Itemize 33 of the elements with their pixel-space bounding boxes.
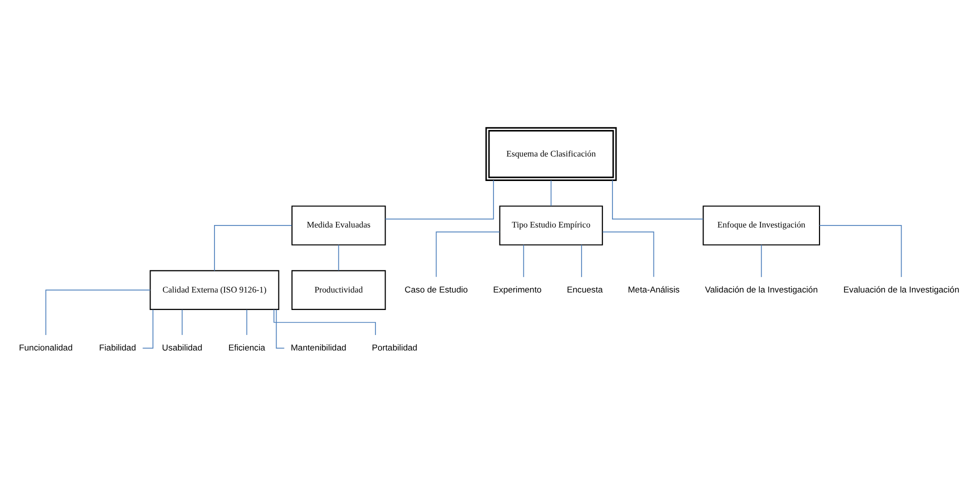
connector — [338, 244, 340, 270]
node-text: Fiabilidad — [99, 342, 136, 352]
connector — [523, 244, 524, 277]
node-text: Meta-Análisis — [628, 284, 680, 294]
connector — [581, 244, 582, 277]
connector — [274, 308, 376, 335]
node-box: Calidad Externa (ISO 9126-1) — [150, 270, 280, 310]
connector — [602, 231, 654, 277]
node-box: Productividad — [291, 270, 386, 310]
node-text: Experimento — [493, 284, 542, 294]
node-text: Caso de Estudio — [404, 284, 468, 294]
connector — [436, 231, 500, 277]
node-box: Tipo Estudio Empírico — [499, 205, 603, 245]
connector — [45, 289, 151, 335]
connector — [214, 224, 292, 271]
connector — [819, 224, 902, 277]
connector — [612, 179, 704, 219]
node-box: Esquema de Clasificación — [485, 126, 617, 180]
connector — [550, 180, 552, 206]
node-box: Medida Evaluadas — [291, 205, 386, 245]
node-text: Funcionalidad — [19, 342, 73, 352]
connector — [246, 308, 248, 335]
connector — [760, 244, 762, 277]
node-text: Mantenibilidad — [290, 342, 346, 352]
node-text: Eficiencia — [228, 342, 266, 352]
node-text: Evaluación de la Investigación — [843, 284, 960, 294]
node-text: Usabilidad — [162, 342, 202, 352]
connector — [182, 308, 183, 335]
node-box: Enfoque de Investigación — [702, 205, 820, 245]
node-text: Encuesta — [566, 284, 603, 294]
connector — [384, 179, 494, 219]
node-text: Portabilidad — [372, 342, 418, 352]
node-text: Validación de la Investigación — [704, 284, 818, 294]
